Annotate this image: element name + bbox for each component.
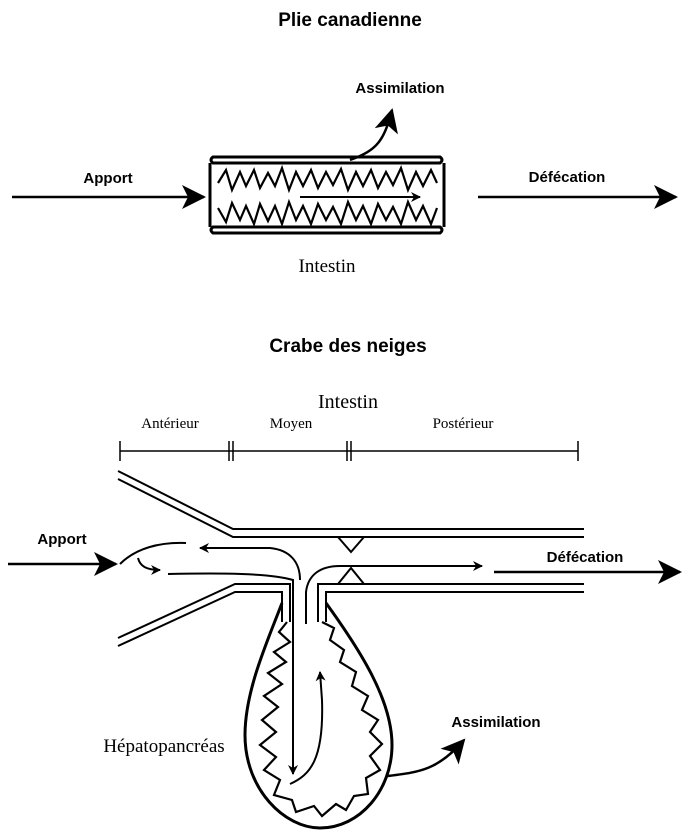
hepatopancreas-organ (245, 603, 392, 828)
intestine-segment-scale: Antérieur Moyen Postérieur (120, 416, 578, 461)
plaice-intestine (210, 157, 444, 233)
plaice-defecation-label: Défécation (529, 169, 606, 186)
plaice-intestine-label: Intestin (299, 256, 356, 277)
plaice-title: Plie canadienne (278, 10, 422, 31)
segment-label-posterior: Postérieur (433, 416, 494, 432)
hepatopancreas-label: Hépatopancréas (103, 736, 224, 757)
segment-label-middle: Moyen (270, 416, 313, 432)
plaice-panel: Plie canadienne Apport Intestin Assimila… (12, 10, 676, 277)
to-hindgut-arrow (306, 566, 482, 624)
crab-assimilation-arrow (388, 740, 464, 776)
crab-title: Crabe des neiges (269, 336, 426, 357)
crab-intestine-label: Intestin (318, 391, 378, 413)
crab-input-label: Apport (37, 531, 86, 548)
crab-panel: Crabe des neiges Intestin Antérieur Moye… (8, 336, 680, 828)
input-flow-arrow (120, 543, 186, 564)
crab-defecation-label: Défécation (547, 549, 624, 566)
crab-gut-walls (118, 471, 584, 646)
return-flow-arrow (290, 672, 322, 784)
plaice-input-label: Apport (83, 170, 132, 187)
plaice-assimilation-arrow (350, 110, 392, 160)
entry-curl-arrow (138, 558, 160, 570)
crab-assimilation-label: Assimilation (451, 714, 540, 731)
plaice-assimilation-label: Assimilation (355, 80, 444, 97)
segment-label-anterior: Antérieur (141, 416, 198, 432)
